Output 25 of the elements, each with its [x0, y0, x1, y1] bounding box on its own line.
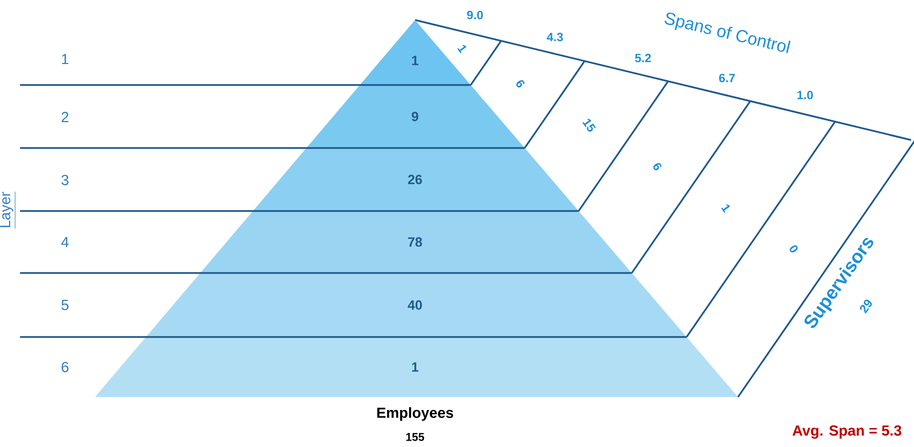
pyramid-band: 78 [200, 211, 632, 273]
average-note: Avg. Span = 5.3 [792, 425, 902, 439]
pyramid-band: 40 [146, 273, 687, 337]
span-value: 9.0 [467, 10, 483, 20]
span-value: 1.0 [797, 90, 813, 100]
total-value: 155 [406, 433, 424, 441]
span-value: 6.7 [719, 74, 735, 82]
supervisor-count: 6 [516, 80, 524, 88]
heading: Spans of Control [664, 12, 790, 54]
layer-number: 2 [62, 112, 68, 122]
supervisor-count: 6 [653, 162, 662, 170]
supervisor-count: 15 [582, 118, 596, 132]
layer-number: 1 [62, 54, 68, 64]
layer-number: 3 [62, 174, 68, 186]
layer-number: 4 [61, 236, 69, 248]
span-value: 4.3 [546, 32, 563, 42]
pyramid-band: 26 [252, 148, 579, 211]
supervisor-count: 1 [721, 204, 730, 213]
supervisor-count: 1 [457, 44, 466, 54]
span-value: 5.2 [635, 54, 651, 62]
axis-title: Layer [0, 191, 16, 229]
supervisor-count: 0 [790, 245, 798, 252]
layer-number: 6 [62, 362, 68, 372]
pyramid-band: 1 [95, 337, 738, 397]
layer-number: 5 [62, 300, 68, 310]
